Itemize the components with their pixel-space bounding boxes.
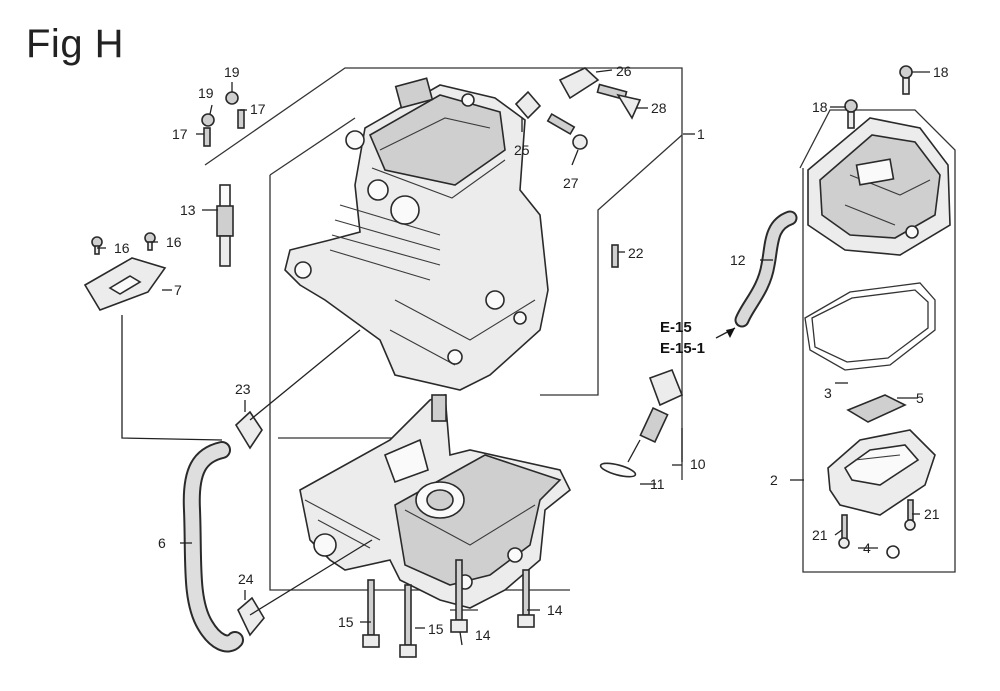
callout-14a: 14 <box>547 602 563 618</box>
page-reference-e15-1: E-15-1 <box>660 340 705 357</box>
callout-11: 11 <box>650 476 665 492</box>
assembly-frame-right <box>799 109 956 573</box>
callout-19a: 19 <box>198 85 214 101</box>
lever-25 <box>514 90 542 120</box>
callout-18a: 18 <box>812 99 828 115</box>
callout-4: 4 <box>863 540 871 556</box>
stud-17a <box>203 127 211 147</box>
clamp-24 <box>237 596 265 637</box>
bolt-18b <box>899 65 913 95</box>
pivot-27 <box>546 112 588 150</box>
page-reference-e15: E-15 <box>660 319 692 336</box>
oil-return-hose <box>182 441 244 653</box>
callout-24: 24 <box>238 571 254 587</box>
breather-block <box>846 394 907 423</box>
callout-21b: 21 <box>924 506 940 522</box>
bolt-18a <box>844 99 858 129</box>
bolt-15b <box>399 584 417 658</box>
callout-15a: 15 <box>338 614 354 630</box>
spark-plug <box>216 184 234 267</box>
head-cover <box>807 117 951 256</box>
bolt-15a <box>362 579 380 648</box>
cylinder-block <box>284 77 549 391</box>
figure-title: Fig H <box>26 22 125 66</box>
callout-10: 10 <box>690 456 706 472</box>
head-cover-gasket <box>804 282 936 371</box>
screw-16b <box>144 232 156 251</box>
callout-27: 27 <box>563 175 579 191</box>
callout-19b: 19 <box>224 64 240 80</box>
bolt-21b <box>904 499 916 531</box>
callout-15b: 15 <box>428 621 444 637</box>
callout-26: 26 <box>616 63 632 79</box>
bolt-14a <box>450 559 468 633</box>
callout-16b: 16 <box>166 234 182 250</box>
oil-pan <box>299 393 572 609</box>
callout-23: 23 <box>235 381 251 397</box>
lever-26 <box>558 67 600 100</box>
breather-hose <box>734 210 798 328</box>
callout-17b: 17 <box>250 101 266 117</box>
insulator-plate <box>83 257 167 311</box>
callout-14b: 14 <box>475 627 491 643</box>
clamp-23 <box>234 410 263 450</box>
bolt-21a <box>838 514 850 549</box>
callout-25: 25 <box>514 142 530 158</box>
leader-lines <box>97 69 930 646</box>
callout-17a: 17 <box>172 126 188 142</box>
nut-19b <box>225 91 239 105</box>
callout-1: 1 <box>697 126 705 142</box>
callout-16a: 16 <box>114 240 130 256</box>
stud-17b <box>237 109 245 129</box>
pivot-28 <box>596 83 642 120</box>
pin-22 <box>611 244 619 268</box>
callout-3: 3 <box>824 385 832 401</box>
nut-19a <box>201 113 215 127</box>
callout-28: 28 <box>651 100 667 116</box>
callout-21a: 21 <box>812 527 828 543</box>
callout-7: 7 <box>174 282 182 298</box>
callout-13: 13 <box>180 202 196 218</box>
callout-5: 5 <box>916 390 924 406</box>
callout-2: 2 <box>770 472 778 488</box>
callout-12: 12 <box>730 252 746 268</box>
callout-6: 6 <box>158 535 166 551</box>
callout-18b: 18 <box>933 64 949 80</box>
oil-level-sensor <box>599 368 684 478</box>
screw-16a <box>91 236 103 255</box>
bolt-14b <box>517 569 535 628</box>
breather-cover <box>827 429 936 559</box>
callout-22: 22 <box>628 245 644 261</box>
